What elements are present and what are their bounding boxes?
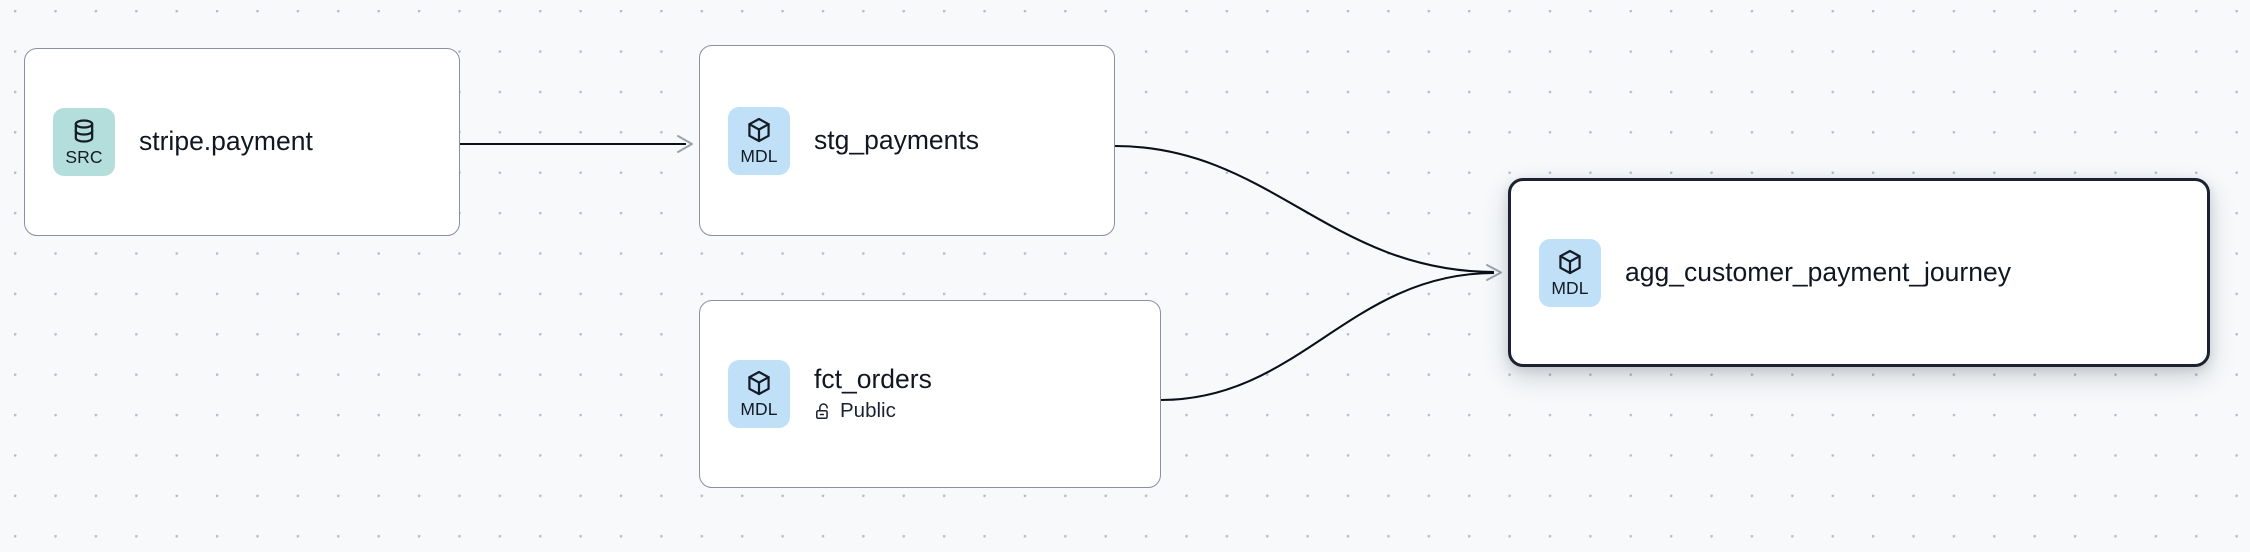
- node-type-badge-mdl: MDL: [728, 106, 790, 175]
- arrowhead-agg-customer-payment-journey: [1486, 264, 1502, 281]
- node-agg-customer-payment-journey[interactable]: MDL agg_customer_payment_journey: [1508, 178, 2210, 367]
- badge-label: MDL: [740, 145, 778, 166]
- cube-icon: [745, 369, 773, 397]
- node-stg-payments[interactable]: MDL stg_payments: [699, 45, 1115, 236]
- node-body: stg_payments: [814, 124, 979, 156]
- edge-stg-payments-to-agg: [1114, 144, 1495, 274]
- badge-label: SRC: [65, 147, 103, 168]
- node-title: fct_orders: [814, 364, 932, 395]
- node-body: stripe.payment: [139, 126, 313, 157]
- node-fct-orders[interactable]: MDL fct_orders Public: [699, 300, 1161, 488]
- node-type-badge-src: SRC: [53, 108, 115, 176]
- cube-icon: [745, 116, 773, 144]
- cube-icon: [1556, 248, 1584, 276]
- node-title: stripe.payment: [139, 126, 313, 157]
- unlock-icon: [814, 402, 833, 421]
- node-type-badge-mdl: MDL: [728, 360, 790, 428]
- edge-fct-orders-to-agg: [1160, 271, 1495, 402]
- node-visibility: Public: [814, 400, 932, 423]
- badge-label: MDL: [1551, 277, 1589, 298]
- database-icon: [70, 117, 98, 145]
- node-title: agg_customer_payment_journey: [1625, 256, 2011, 287]
- node-type-badge-mdl: MDL: [1539, 238, 1601, 307]
- visibility-label: Public: [840, 399, 896, 423]
- badge-label: MDL: [740, 399, 778, 420]
- node-stripe-payment[interactable]: SRC stripe.payment: [24, 48, 460, 236]
- arrowhead-stg-payments: [677, 135, 693, 153]
- node-body: fct_orders Public: [814, 365, 932, 422]
- node-body: agg_customer_payment_journey: [1625, 256, 2011, 288]
- node-title: stg_payments: [814, 124, 979, 155]
